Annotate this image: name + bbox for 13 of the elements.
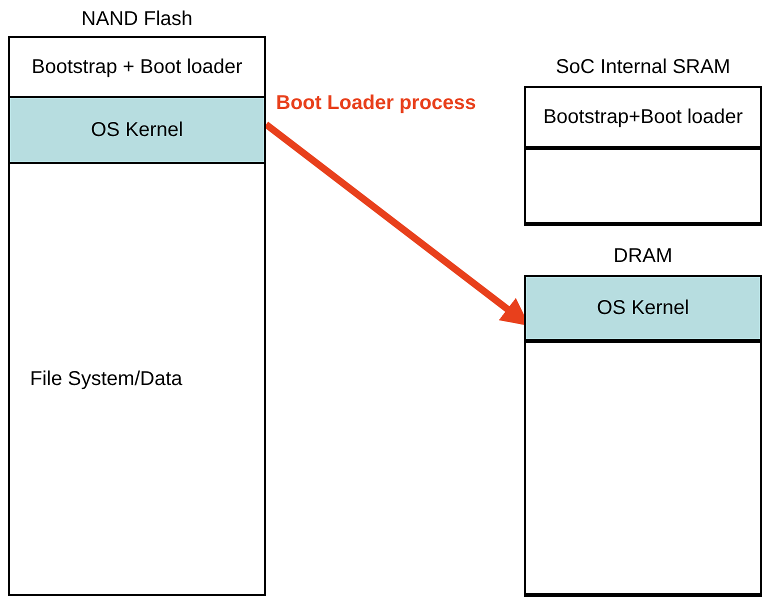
region-label: File System/Data [30,368,182,390]
region-label: Bootstrap + Boot loader [32,56,242,78]
block-title: SoC Internal SRAM [554,56,732,79]
memory-region [10,98,264,164]
region-label: OS Kernel [596,296,690,320]
region-label: Bootstrap+Boot loader [543,106,743,128]
block-title: DRAM [612,245,674,268]
memory-region [526,277,760,341]
memory-region [524,341,762,597]
block-title: NAND Flash [80,8,194,31]
edge-label: Boot Loader process [276,92,476,116]
region-label: OS Kernel [90,118,184,142]
memory-region [524,148,762,226]
